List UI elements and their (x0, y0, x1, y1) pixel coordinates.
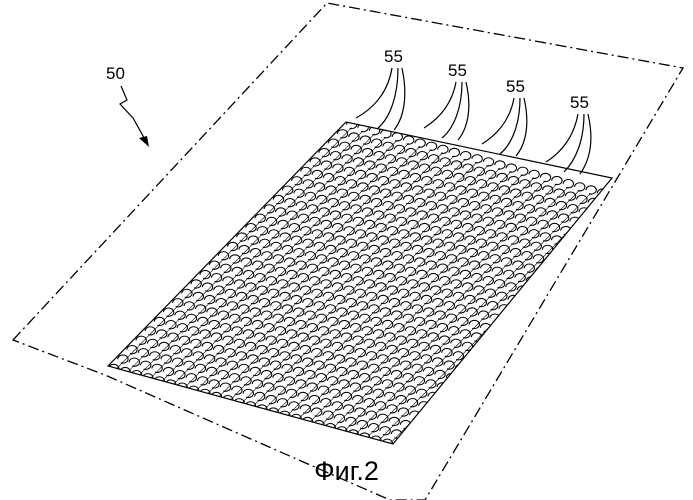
mesh-row (166, 136, 414, 388)
mesh-row (131, 127, 379, 379)
mesh-row (382, 195, 630, 447)
mesh-row-strand (148, 137, 386, 381)
mesh-row-strand (159, 140, 397, 384)
mesh-row (257, 161, 505, 413)
mesh-row (314, 176, 562, 428)
mesh-row (371, 192, 619, 444)
mesh-row (109, 120, 357, 372)
mesh-row-strand (125, 131, 363, 375)
mesh-row (200, 145, 448, 397)
leader-lines-55 (356, 68, 591, 174)
mesh-row-strand (137, 134, 375, 378)
reference-numeral-55: 55 (384, 47, 403, 66)
mesh-row (188, 142, 436, 394)
mesh-row-strand (114, 128, 352, 372)
knitted-mesh (109, 120, 631, 447)
mesh-row (143, 130, 391, 382)
reference-numeral-55: 55 (570, 93, 589, 112)
mesh-row (291, 170, 539, 422)
mesh-row (154, 133, 402, 385)
mesh-row (245, 158, 493, 410)
mesh-row (211, 148, 459, 400)
reference-numeral-55: 55 (448, 61, 467, 80)
leader-line-50 (120, 86, 147, 143)
mesh-row (348, 186, 596, 438)
mesh-row (302, 173, 550, 425)
mesh-row (337, 183, 585, 435)
reference-numeral-55: 55 (506, 77, 525, 96)
mesh-row (325, 180, 573, 432)
mesh-row (222, 152, 470, 404)
mesh-row (177, 139, 425, 391)
mesh-row (120, 123, 368, 375)
mesh-row (234, 155, 482, 407)
mesh-row (268, 164, 516, 416)
figure-caption: Фиг.2 (0, 456, 693, 487)
mesh-row (359, 189, 607, 441)
leader-arrowhead-50 (139, 136, 149, 147)
reference-numeral-50: 50 (106, 64, 125, 83)
mesh-row (280, 167, 528, 419)
